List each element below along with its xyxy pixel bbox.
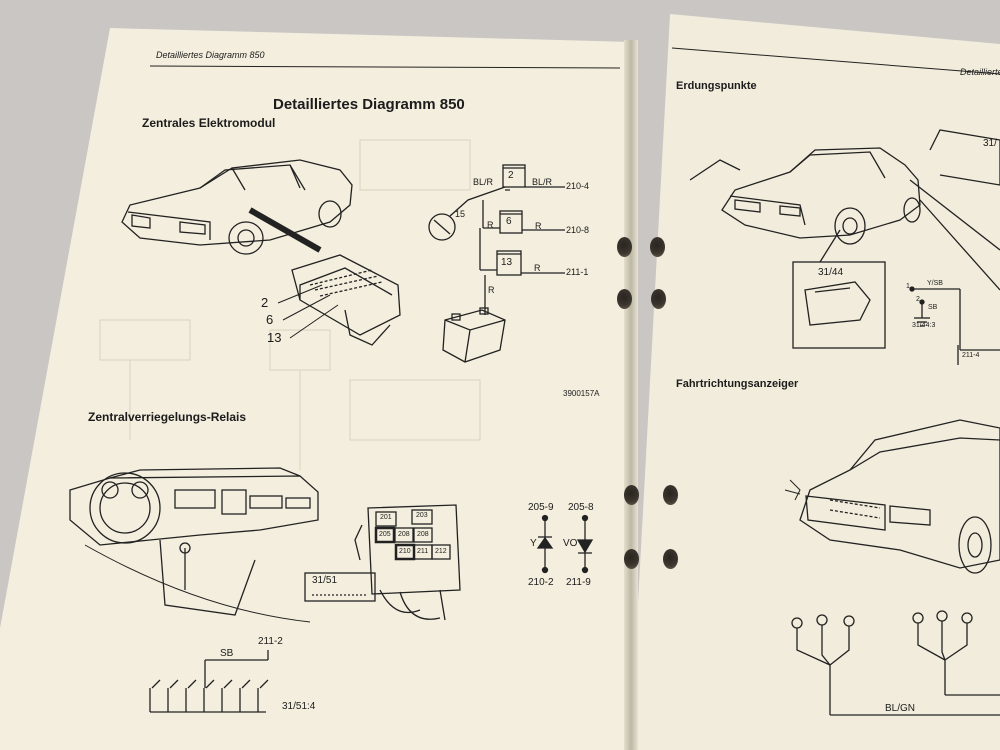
wire-label: R (534, 263, 541, 273)
ground-pin-label: 1 (906, 283, 910, 290)
diode-bottom-label: 211-9 (566, 577, 591, 588)
ground-sb-label: SB (928, 304, 938, 311)
dashboard-drawing (69, 467, 319, 623)
harness-top-label: 211-2 (258, 636, 283, 647)
ground-corner-label: 31/ (983, 138, 997, 149)
running-header-right: Detailliertes (960, 67, 1000, 77)
wire-label: R (535, 221, 542, 231)
punch-hole (650, 237, 665, 257)
car-left-drawing (121, 159, 353, 255)
turn-signal-car-drawing (784, 419, 1000, 716)
heading-erdungspunkte: Erdungspunkte (676, 80, 757, 92)
punch-hole (624, 549, 639, 569)
turn-wire-label: BL/GN (885, 703, 916, 714)
punch-hole (617, 237, 632, 257)
relay-number: 205 (379, 531, 391, 538)
ground-detail-label: 31/44 (818, 267, 844, 278)
ground-pin-label: 2 (916, 296, 920, 303)
diode-wire-label: VO (563, 538, 578, 549)
heading-fahrtrichtungsanzeiger: Fahrtrichtungsanzeiger (676, 378, 799, 390)
ground-bottom-label: 211-4 (962, 352, 980, 359)
punch-hole (617, 289, 632, 309)
relay-box-drawing (304, 504, 461, 621)
destination-label: 210-8 (566, 225, 590, 235)
fuse-label: 6 (506, 216, 512, 227)
diode-wire-label: Y (530, 538, 537, 549)
relay-number: 210 (399, 548, 411, 555)
diode-top-label: 205-8 (568, 502, 594, 513)
punch-hole (663, 549, 678, 569)
fuse-label: 13 (501, 257, 513, 268)
punch-hole (663, 485, 678, 505)
wire-label: R (488, 285, 495, 295)
destination-label: 210-4 (566, 181, 590, 191)
harness-bottom-label: 31/51:4 (282, 701, 316, 712)
car-right-drawing (689, 129, 1000, 349)
relay-number: 208 (398, 531, 410, 538)
relay-number: 201 (380, 514, 392, 521)
diode-bottom-label: 210-2 (528, 577, 554, 588)
relay-number: 212 (435, 548, 447, 555)
ignition-label: 15 (455, 209, 466, 219)
page-title: Detailliertes Diagramm 850 (273, 96, 465, 113)
left-page (0, 28, 636, 750)
harness-comb (149, 650, 269, 713)
ground-schematic (909, 286, 1000, 365)
connector-label: 31/51 (312, 575, 338, 586)
heading-zentrales-elektromodul: Zentrales Elektromodul (142, 116, 276, 130)
destination-label: 211-1 (566, 267, 589, 277)
running-header: Detailliertes Diagramm 850 (156, 50, 265, 60)
ground-ref-label: 31/44:3 (912, 322, 936, 329)
fuse-schematic (428, 164, 565, 363)
figure-number: 3900157A (563, 389, 600, 398)
diode-symbols (536, 514, 594, 574)
punch-hole (624, 485, 639, 505)
harness-wire-label: SB (220, 648, 234, 659)
relay-number: 211 (417, 548, 429, 555)
right-page (630, 14, 1000, 750)
heading-zentralverriegelungs-relais: Zentralverriegelungs-Relais (88, 410, 247, 424)
ground-wire-label: Y/SB (927, 280, 943, 287)
page-gutter (624, 40, 638, 750)
wire-label: BL/R (473, 177, 494, 187)
fuse-label: 2 (508, 170, 514, 181)
wire-label: R (487, 220, 494, 230)
module-callout: 6 (266, 312, 274, 327)
module-callout: 13 (267, 330, 282, 345)
fuse-box-drawing (277, 254, 401, 346)
relay-number: 203 (416, 512, 428, 519)
module-callout: 2 (261, 295, 269, 310)
wire-label: BL/R (532, 177, 553, 187)
punch-hole (651, 289, 666, 309)
diode-top-label: 205-9 (528, 502, 554, 513)
relay-number: 208 (417, 531, 429, 538)
